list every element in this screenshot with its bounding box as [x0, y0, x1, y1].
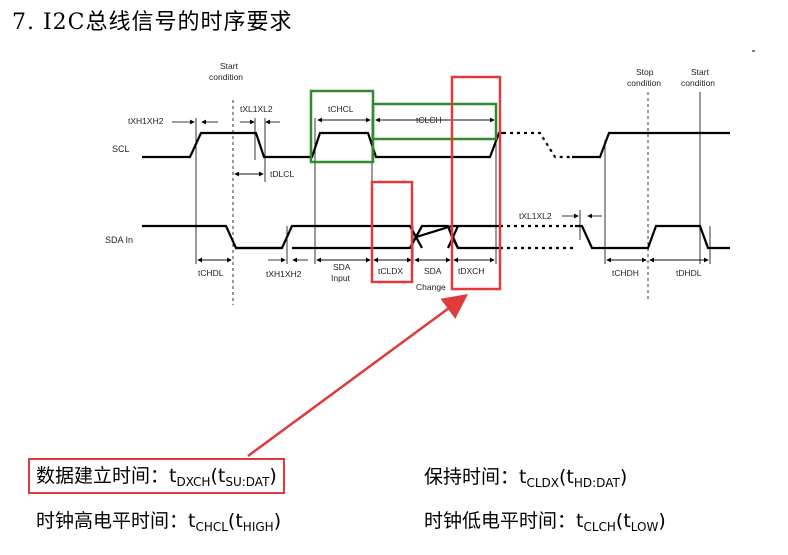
- i2c-timing-diagram: SCL SDA In: [105, 50, 755, 458]
- tdhdl-label: tDHDL: [676, 268, 702, 278]
- sda-input-label-2: Input: [331, 273, 351, 283]
- stop-condition-label-2: condition: [627, 78, 661, 88]
- sda-change-label-2: Change: [416, 282, 446, 292]
- scl-label: SCL: [112, 144, 130, 154]
- sda-input-label-1: SDA: [333, 262, 351, 272]
- tchdh-label: tCHDH: [612, 268, 639, 278]
- txl1xl2-top-label: tXL1XL2: [240, 104, 273, 114]
- hold-time-definition: 保持时间：tCLDX(tHD:DAT): [424, 466, 628, 490]
- start-condition2-label-2: condition: [681, 78, 715, 88]
- tdxch-highlight-box: [450, 75, 502, 291]
- page-title: 7. I2C总线信号的时序要求: [12, 10, 293, 35]
- scl-waveform-end: [572, 131, 730, 159]
- sda-waveform-low: [236, 224, 500, 250]
- start-condition2-label-1: Start: [691, 67, 710, 77]
- sda-change-label-1: SDA: [424, 266, 442, 276]
- tclch-highlight-box: [371, 102, 498, 141]
- clock-high-definition: 时钟高电平时间：tCHCL(tHIGH): [36, 510, 282, 534]
- sda-waveform-cross: [409, 225, 460, 249]
- tchdl-label: tCHDL: [198, 268, 224, 278]
- tclch-label: tCLCH: [416, 115, 442, 125]
- setup-pointer-arrow: [247, 294, 469, 458]
- stop-condition-label-1: Stop: [636, 67, 654, 77]
- txh1xh2-bot-label: tXH1XH2: [266, 269, 302, 279]
- sda-waveform-end: [575, 224, 730, 250]
- tdxch-label: tDXCH: [458, 266, 484, 276]
- tdlcl-label: tDLCL: [270, 169, 294, 179]
- sda-waveform-dotted: [500, 224, 575, 250]
- txl1xl2-mid-label: tXL1XL2: [519, 211, 552, 221]
- sda-waveform-high: [142, 224, 500, 250]
- sda-label: SDA In: [105, 235, 133, 245]
- setup-time-definition: 数据建立时间：tDXCH(tSU:DAT): [28, 458, 285, 494]
- tcldx-label: tCLDX: [378, 266, 403, 276]
- scl-waveform: [142, 131, 503, 159]
- timing-arrows: [172, 117, 709, 263]
- tchcl-label: tCHCL: [328, 104, 354, 114]
- clock-low-definition: 时钟低电平时间：tCLCH(tLOW): [424, 510, 666, 534]
- txh1xh2-top-label: tXH1XH2: [128, 116, 164, 126]
- scl-waveform-dotted: [503, 131, 572, 159]
- tcldx-highlight-box: [370, 180, 414, 284]
- start-condition-label-1: Start: [220, 61, 239, 71]
- tchcl-highlight-box: [309, 89, 375, 164]
- start-condition-label-2: condition: [209, 72, 243, 82]
